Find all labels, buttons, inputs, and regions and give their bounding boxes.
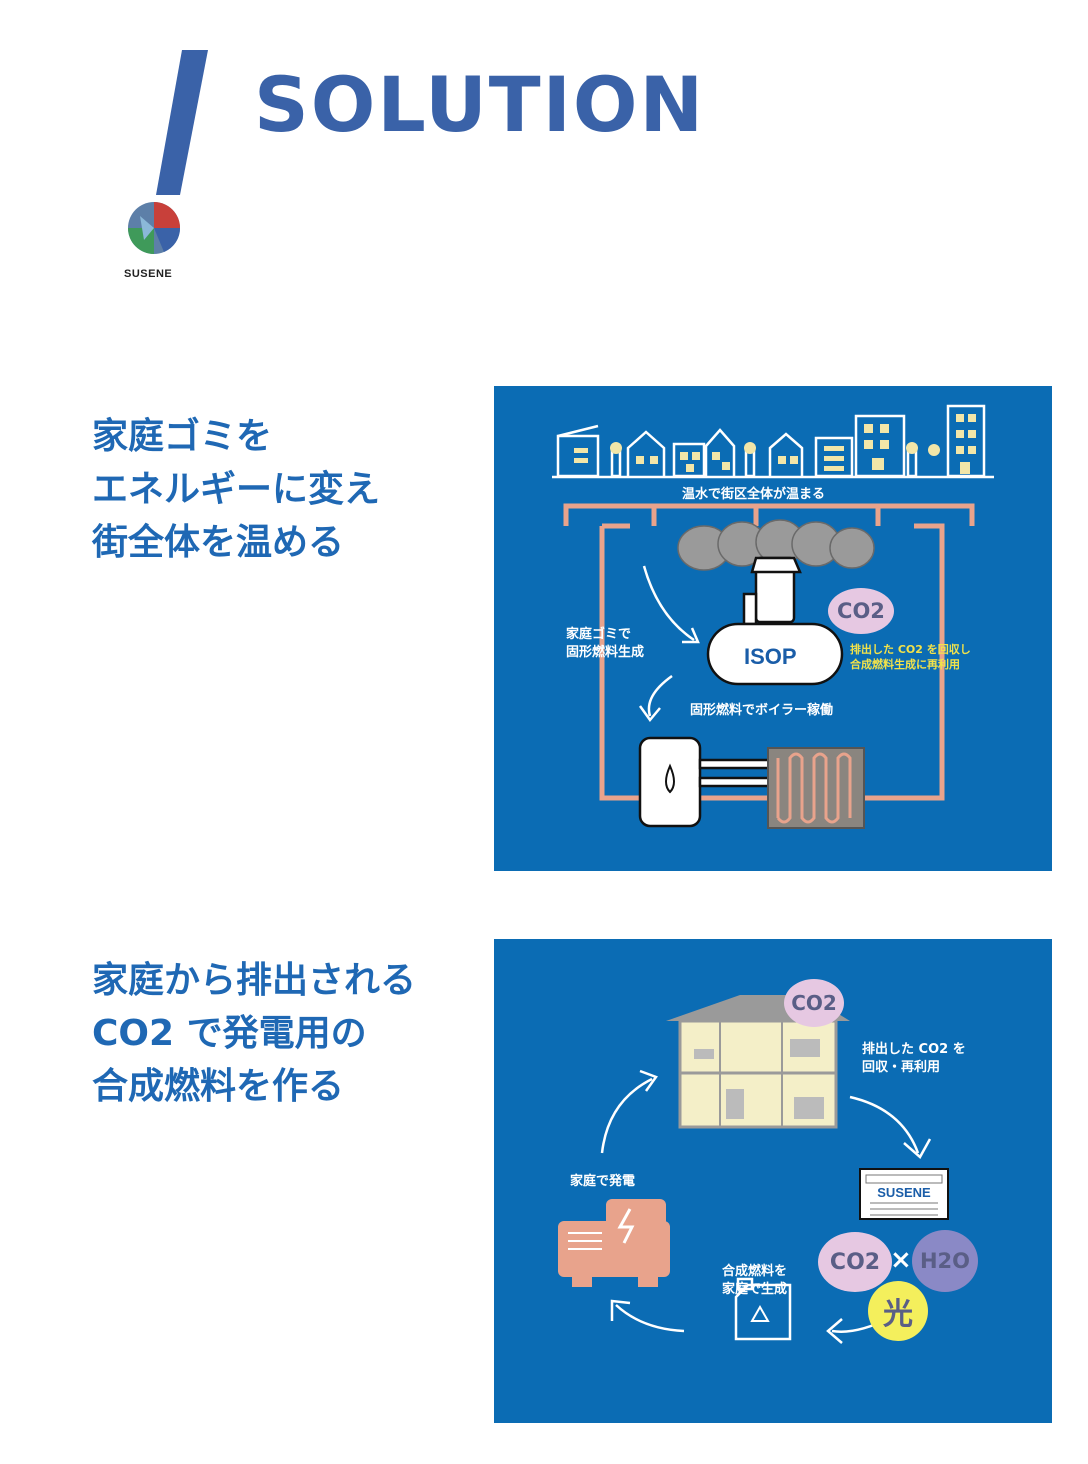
cross-mark: × [890,1245,912,1275]
garbage-bags-icon [677,519,875,571]
section1-heading-line: 家庭ゴミを [92,416,273,457]
town-heating-illustration [552,404,994,829]
water-drop-icon [665,763,675,794]
recycle-icon [750,1304,770,1322]
waste-fuel-label-line: 家庭ゴミで [566,627,632,642]
co2-circle: CO2 [818,1232,892,1292]
page-title: SOLUTION [254,60,706,149]
tree-icons [610,442,940,456]
light-circle: 光 [868,1281,928,1341]
co2-fuel-illustration [558,995,949,1344]
cycle-arrows-icon [600,1069,932,1344]
globe-icon [128,202,180,254]
fuel-label-line: 合成燃料を [722,1264,788,1279]
section2-heading-line: 合成燃料を作る [92,1066,345,1107]
flow-arrows-icon [638,565,700,723]
section2-heading-line: CO2 で発電用の [92,1013,367,1054]
susene-device-label: SUSENE [877,1185,931,1200]
isop-machine-icon [706,556,844,686]
town-label: 温水で街区全体が温まる [682,487,826,502]
recover-label-line: 回収・再利用 [862,1060,941,1075]
power-label: 家庭で発電 [570,1174,636,1189]
waste-fuel-label-line: 固形燃料生成 [566,645,645,660]
susene-device-icon [859,1168,949,1220]
town-heating-diagram: 温水で街区全体が温まる CO2 排出した CO2 を回収し 合成燃料生成に再利用… [494,386,1052,871]
hot-water-pipes [563,503,975,801]
generator-icon [558,1199,670,1287]
co2-badge: CO2 [784,979,844,1027]
h2o-circle: H2O [912,1230,978,1292]
generator-vents [568,1232,602,1250]
fuel-tank-icon [734,1277,792,1341]
section1-heading-line: 街全体を温める [92,522,345,563]
section2-heading-line: 家庭から排出される [92,960,417,1001]
town-windows [574,414,976,474]
co2-note-line: 合成燃料生成に再利用 [850,658,960,671]
fuel-label-line: 家庭で生成 [722,1282,788,1297]
boiler-icon [638,736,772,828]
recover-label-line: 排出した CO2 を [862,1042,966,1057]
town-buildings-icon [552,404,994,479]
radiator-icon [767,747,865,829]
co2-badge: CO2 [828,588,894,634]
section1-heading-line: エネルギーに変え [92,469,381,510]
exclamation-logo [128,50,208,254]
co2-fuel-diagram: CO2 排出した CO2 を 回収・再利用 SUSENE CO2 × H2O 光… [494,939,1052,1423]
section2-heading: 家庭から排出される CO2 で発電用の 合成燃料を作る [92,954,416,1113]
lightning-icon [617,1208,635,1244]
boiler-label: 固形燃料でボイラー稼働 [690,703,834,718]
section1-heading: 家庭ゴミを エネルギーに変え 街全体を温める [92,410,380,569]
isop-label: ISOP [744,644,797,669]
brand-wordmark: SUSENE [124,268,173,280]
co2-note-line: 排出した CO2 を回収し [850,643,971,656]
